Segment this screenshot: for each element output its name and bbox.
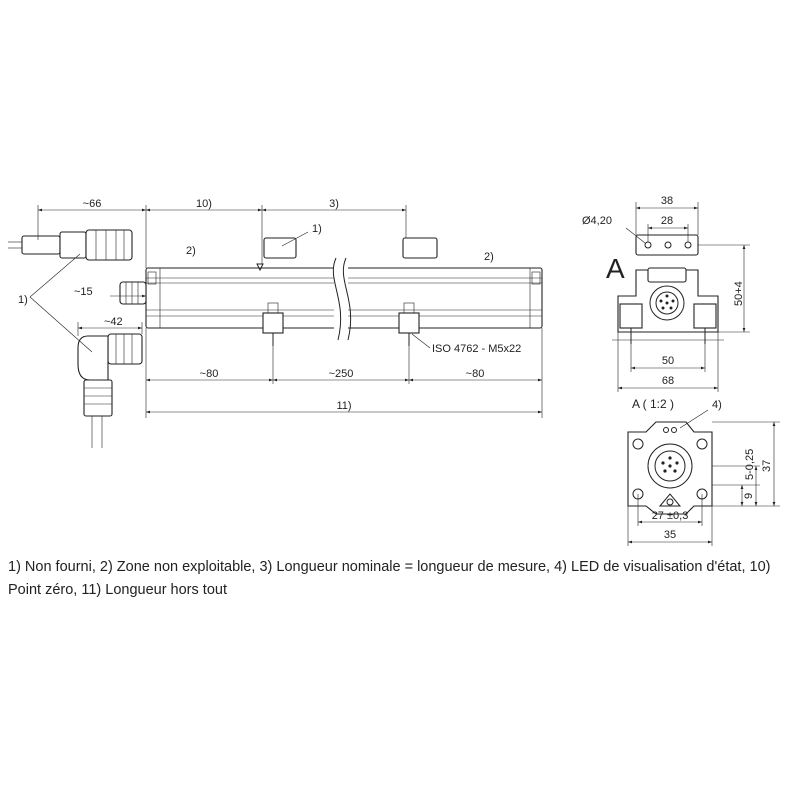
dim-cable-straight: ~66 [83,198,102,210]
detail-dimensions [627,409,780,546]
dim-5-025: 5-0,25 [744,449,756,480]
end-view-labels: 38 28 Ø4,20 A 50+4 50 68 [582,195,745,387]
dim-zero-point: 10) [196,198,212,210]
note-non-usable-right: 2) [484,251,494,263]
legend-caption: 1) Non fourni, 2) Zone non exploitable, … [8,559,771,598]
sensor-side-view [119,237,543,346]
hole-diameter: Ø4,20 [582,215,612,227]
dim-9: 9 [743,493,755,499]
note-not-supplied-cables: 1) [18,294,28,306]
detail-labels: A ( 1:2 ) 4) 37 5-0,25 9 27 ±0,3 35 [632,397,773,541]
dim-cable-angled: ~42 [104,316,123,328]
dim-28: 28 [661,215,673,227]
straight-cable-connector [8,229,133,261]
view-letter-a: A [606,253,625,284]
dim-50-4: 50+4 [733,281,745,306]
dim-50: 50 [662,355,674,367]
dim-right-80: ~80 [466,368,485,380]
dim-overall-length: 11) [336,400,351,412]
end-view-a [612,234,724,344]
detail-view-a [627,421,713,515]
main-dimensions [29,205,543,418]
dim-35: 35 [664,529,676,541]
dim-27: 27 ±0,3 [652,510,689,522]
detail-title: A ( 1:2 ) [632,397,674,411]
screw-spec: ISO 4762 - M5x22 [432,343,521,355]
dim-68: 68 [662,375,674,387]
angled-cable-connector [77,333,143,448]
main-dimension-labels: ~66 10) 3) 1) 1) 2) 2) ~15 ~42 ~80 ~250 … [18,198,521,412]
dim-nominal-length: 3) [329,198,339,210]
note-not-supplied-magnet: 1) [312,223,322,235]
dim-mid-250: ~250 [329,368,354,380]
dim-37: 37 [761,460,773,472]
dim-38: 38 [661,195,673,207]
note-non-usable-left: 2) [186,245,196,257]
dim-left-80: ~80 [200,368,219,380]
note-led: 4) [712,399,722,411]
dim-connector-15: ~15 [74,286,93,298]
end-view-dimensions [617,202,750,392]
